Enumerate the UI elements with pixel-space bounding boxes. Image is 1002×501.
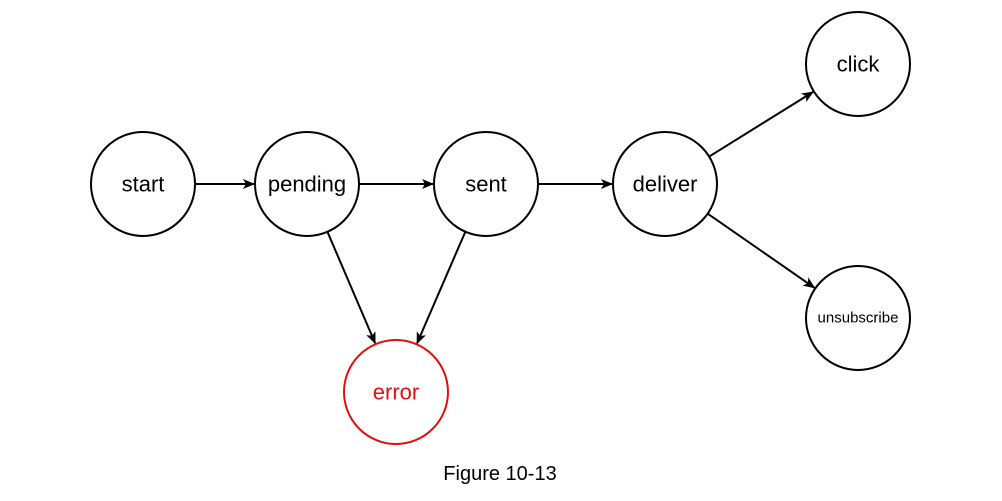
edges-layer [195, 91, 816, 345]
node-pending: pending [254, 131, 360, 237]
node-error-label: error [373, 380, 419, 405]
node-error: error [343, 339, 449, 445]
node-unsubscribe-label: unsubscribe [818, 310, 899, 327]
node-click-label: click [837, 52, 881, 77]
node-click: click [805, 11, 911, 117]
node-error-circle [343, 339, 449, 445]
node-unsubscribe-circle [805, 265, 911, 371]
edge-deliver-to-click [708, 91, 814, 158]
node-start: start [90, 131, 196, 237]
node-unsubscribe: unsubscribe [805, 265, 911, 371]
node-deliver-label: deliver [633, 172, 698, 197]
node-start-label: start [122, 172, 165, 197]
node-start-circle [90, 131, 196, 237]
node-pending-circle [254, 131, 360, 237]
node-deliver-circle [612, 131, 718, 237]
edge-pending-to-error [326, 231, 377, 345]
node-sent: sent [433, 131, 539, 237]
node-deliver: deliver [612, 131, 718, 237]
node-click-circle [805, 11, 911, 117]
node-pending-label: pending [268, 172, 346, 197]
edge-deliver-to-unsubscribe [707, 212, 816, 289]
node-sent-circle [433, 131, 539, 237]
edge-sent-to-error [416, 231, 467, 345]
figure-caption: Figure 10-13 [443, 463, 556, 485]
node-sent-label: sent [465, 172, 507, 197]
